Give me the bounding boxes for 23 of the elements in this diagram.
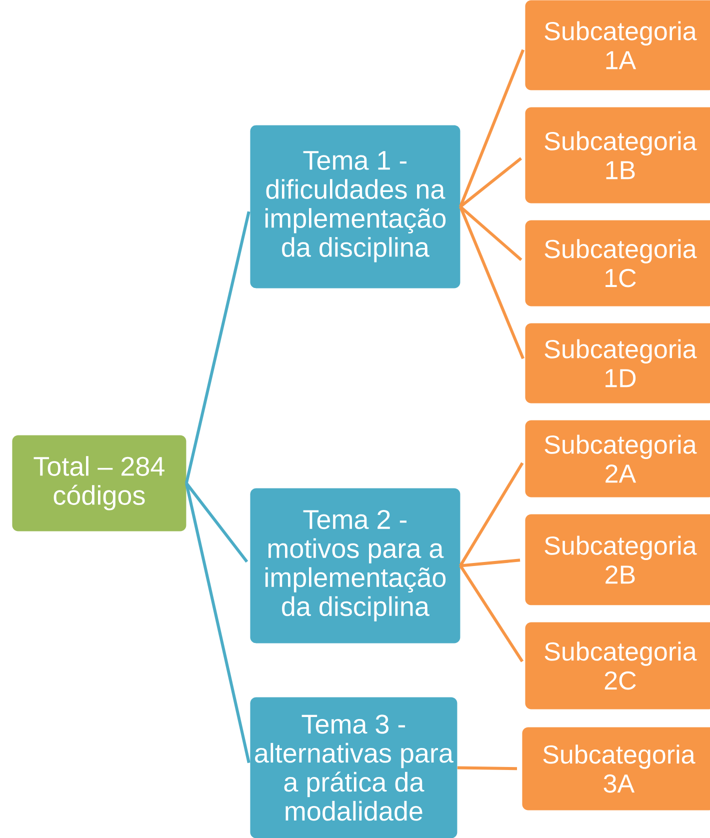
subcategory-box: Subcategoria 1C bbox=[525, 220, 710, 306]
connector-line bbox=[459, 206, 524, 360]
connector-line bbox=[459, 564, 524, 662]
subcategory-box: Subcategoria 1D bbox=[525, 323, 710, 404]
root-box: Total – 284 códigos bbox=[12, 435, 186, 532]
subcategory-box: Subcategoria 1B bbox=[525, 107, 710, 204]
theme-box: Tema 2 - motivos para a implementação da disciplina bbox=[250, 488, 460, 644]
subcategory-box: Subcategoria 2C bbox=[525, 622, 710, 710]
connector-line bbox=[460, 558, 520, 568]
connector-line bbox=[459, 206, 522, 262]
theme-box: Tema 1 - dificuldades na implementação da disciplina bbox=[250, 125, 460, 288]
connector-line bbox=[457, 766, 518, 770]
subcategory-box: Subcategoria 1A bbox=[525, 0, 710, 90]
subcategory-box: Subcategoria 2B bbox=[525, 514, 710, 606]
theme-box: Tema 3 - alternativas para a prática da modalidade bbox=[250, 697, 458, 838]
connector-line bbox=[184, 211, 250, 484]
connector-line bbox=[459, 157, 522, 208]
connector-line bbox=[185, 482, 248, 563]
subcategory-box: Subcategoria 2A bbox=[525, 420, 710, 498]
connector-line bbox=[459, 49, 525, 208]
connector-line bbox=[184, 482, 250, 764]
connector-line bbox=[459, 462, 524, 566]
subcategory-box: Subcategoria 3A bbox=[522, 727, 710, 810]
